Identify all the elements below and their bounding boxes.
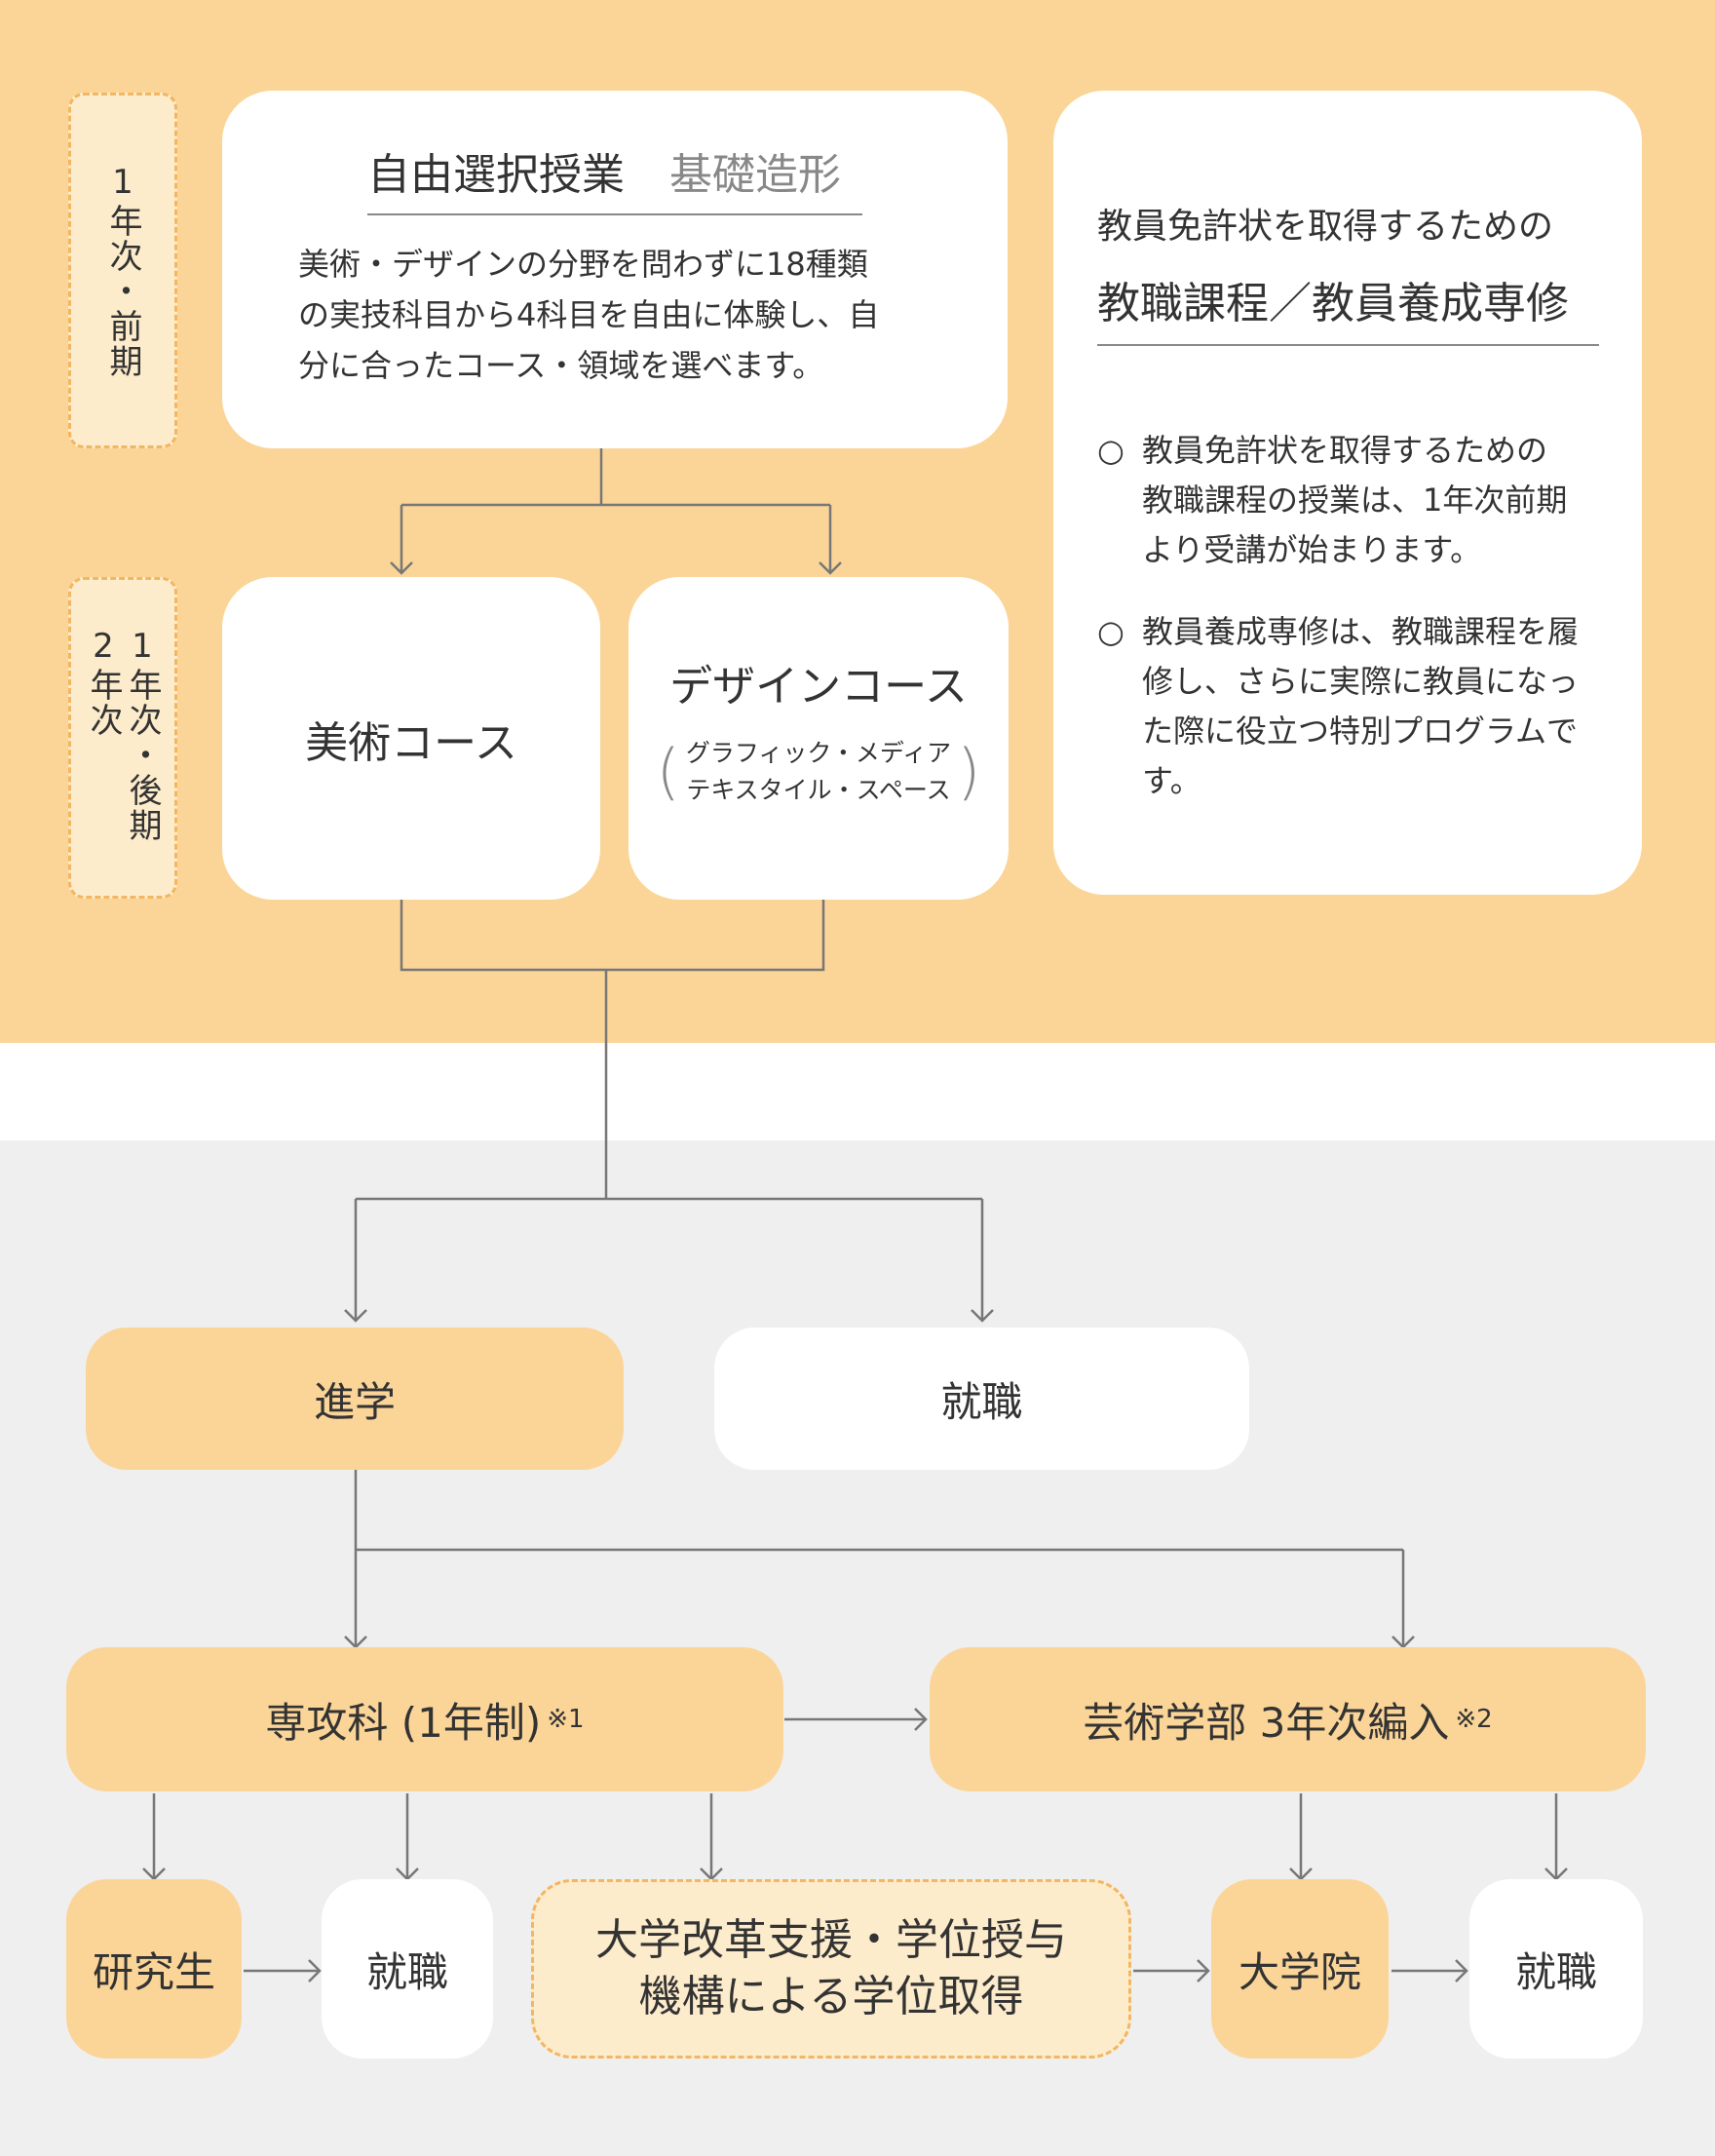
- research-box: 研究生: [66, 1879, 242, 2059]
- paren-right-icon: ): [957, 735, 981, 807]
- bullet-icon: ○: [1097, 613, 1124, 650]
- free-class-box: 自由選択授業基礎造形 美術・デザインの分野を問わずに18種類 の実技科目から4科…: [222, 91, 1008, 448]
- grad-school-box: 大学院: [1211, 1879, 1389, 2059]
- transfer-label: 芸術学部 3年次編入: [1083, 1698, 1450, 1747]
- niad-box: 大学改革支援・学位授与 機構による学位取得: [531, 1879, 1131, 2059]
- niad-line-2: 機構による学位取得: [638, 1972, 1024, 2021]
- art-course-label: 美術コース: [305, 717, 517, 768]
- term-label-text: 1年次・前期: [103, 162, 142, 379]
- job-top-label: 就職: [940, 1377, 1023, 1426]
- free-class-title: 自由選択授業: [367, 150, 625, 200]
- design-course-areas: ( グラフィック・メディア テキスタイル・スペース ): [657, 735, 981, 809]
- senkou-box: 専攻科 (1年制)※1: [66, 1647, 783, 1791]
- senkou-label: 専攻科 (1年制): [265, 1698, 542, 1747]
- free-class-subtitle: 基礎造形: [669, 150, 841, 200]
- term-label-text-left: 2年次: [84, 627, 123, 738]
- term-label-first-half: 1年次・前期: [68, 93, 177, 448]
- job-b-label: 就職: [1514, 1947, 1597, 1996]
- free-class-heading: 自由選択授業基礎造形: [367, 139, 862, 215]
- design-course-box: デザインコース ( グラフィック・メディア テキスタイル・スペース ): [629, 577, 1009, 900]
- advance-label: 進学: [313, 1377, 396, 1426]
- term-label-text-right: 1年次・後期: [123, 627, 162, 843]
- term-label-second-half: 2年次 1年次・後期: [68, 577, 177, 899]
- design-course-label: デザインコース: [669, 661, 968, 712]
- advance-box: 進学: [86, 1328, 624, 1470]
- grad-school-label: 大学院: [1238, 1947, 1361, 1996]
- transfer-note: ※2: [1455, 1705, 1493, 1734]
- niad-line-1: 大学改革支援・学位授与: [595, 1915, 1067, 1965]
- research-label: 研究生: [92, 1947, 215, 1996]
- line-courses-merge: [400, 900, 825, 972]
- free-class-description: 美術・デザインの分野を問わずに18種類 の実技科目から4科目を自由に体験し、自 …: [298, 246, 880, 384]
- section-divider: [0, 1043, 1715, 1140]
- job-top-box: 就職: [714, 1328, 1249, 1470]
- teacher-title: 教職課程／教員養成専修: [1097, 268, 1599, 346]
- teacher-note-2: ○ 教員養成専修は、教職課程を履 修し、さらに実際に教員になっ た際に役立つ特別…: [1097, 607, 1579, 806]
- job-a-box: 就職: [322, 1879, 493, 2059]
- job-b-box: 就職: [1469, 1879, 1643, 2059]
- art-course-box: 美術コース: [222, 577, 600, 900]
- teacher-course-panel: 教員免許状を取得するための 教職課程／教員養成専修 ○ 教員免許状を取得するため…: [1053, 91, 1642, 895]
- job-a-label: 就職: [365, 1947, 448, 1996]
- design-area-1: グラフィック・メディア: [685, 738, 952, 767]
- senkou-note: ※1: [547, 1705, 585, 1734]
- teacher-note-1: ○ 教員免許状を取得するための 教職課程の授業は、1年次前期 より受講が始まりま…: [1097, 426, 1567, 575]
- design-area-2: テキスタイル・スペース: [686, 775, 951, 804]
- paren-left-icon: (: [656, 735, 680, 807]
- teacher-lead: 教員免許状を取得するための: [1097, 207, 1554, 247]
- transfer-box: 芸術学部 3年次編入※2: [930, 1647, 1646, 1791]
- bullet-icon: ○: [1097, 432, 1124, 469]
